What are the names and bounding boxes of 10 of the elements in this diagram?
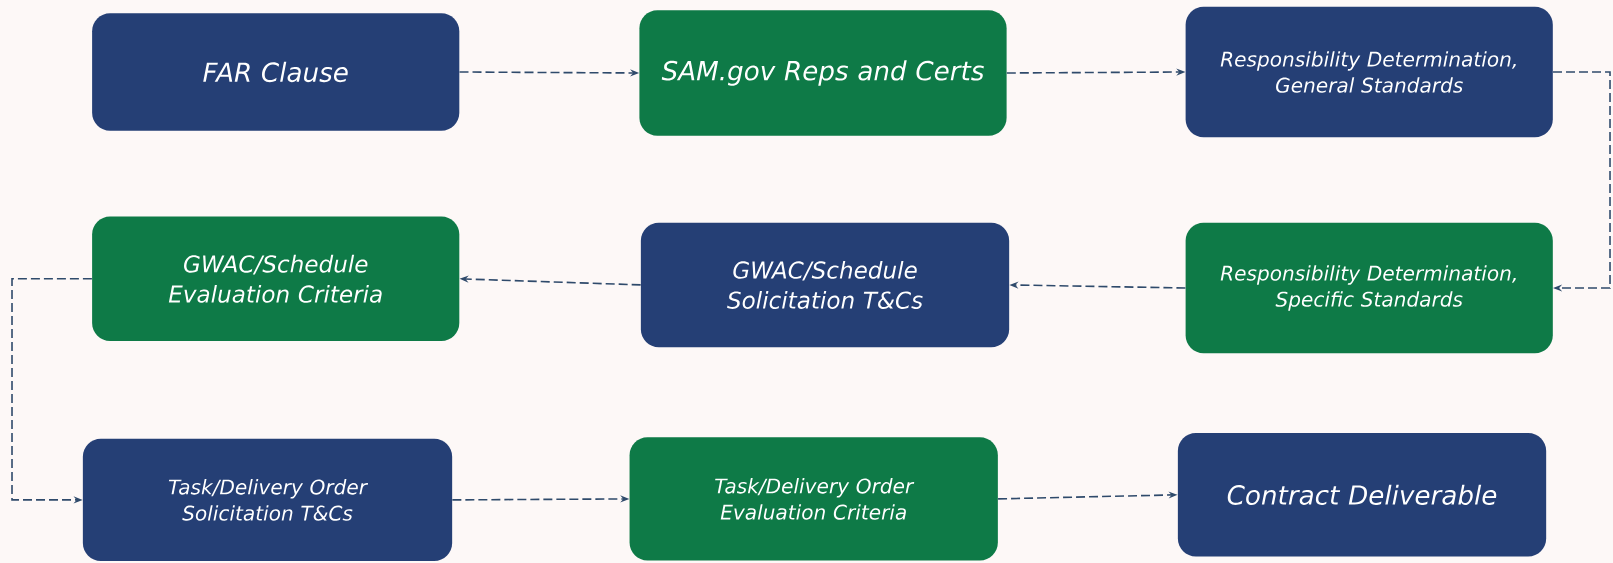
process-box: Contract Deliverable xyxy=(1177,433,1547,557)
process-box: GWAC/Schedule Evaluation Criteria xyxy=(92,216,460,342)
process-box: Task/Delivery Order Solicitation T&Cs xyxy=(82,438,453,562)
process-box: Responsibility Determination, General Standards xyxy=(1185,6,1553,138)
process-box: FAR Clause xyxy=(92,13,460,131)
process-box: Task/Delivery Order Evaluation Criteria xyxy=(629,437,998,561)
process-box: Responsibility Determination, Specific Standards xyxy=(1185,222,1553,354)
process-box: GWAC/Schedule Solicitation T&Cs xyxy=(640,222,1010,348)
process-box: SAM.gov Reps and Certs xyxy=(639,10,1007,136)
arrow xyxy=(1552,71,1611,292)
